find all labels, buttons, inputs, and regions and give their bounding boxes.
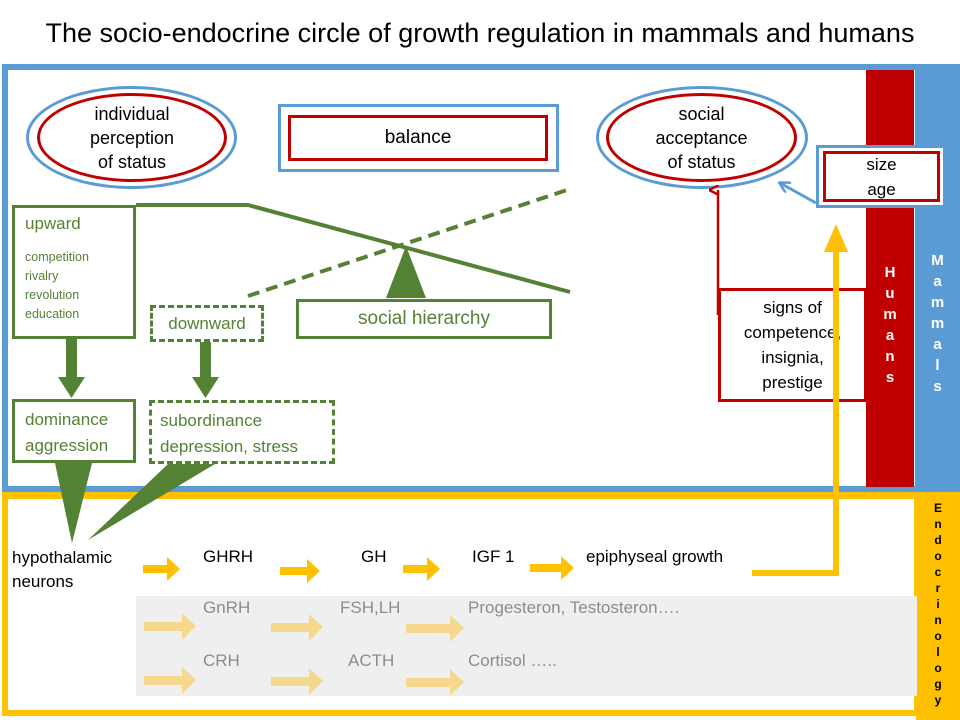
social-hierarchy-box: social hierarchy [296, 299, 552, 339]
signs-of-competence-box: signs of competence, insignia, prestige [718, 288, 867, 402]
neurons-text: neurons [12, 572, 74, 591]
arrow-acth-to-cortisol [406, 669, 464, 696]
signs-of-competence-label: signs of competence, insignia, prestige [743, 298, 842, 392]
hypothalamic-text: hypothalamic [12, 548, 113, 567]
growth-to-size-arrowhead [824, 224, 848, 252]
fsh-lh-label: FSH,LH [340, 598, 401, 617]
dominance-label: dominance [25, 410, 109, 429]
balance-box: balance [288, 115, 548, 161]
diagram-title: The socio-endocrine circle of growth reg… [45, 18, 915, 48]
ghrh-label: GHRH [203, 547, 254, 566]
subordinance-to-hypothalamus-wedge [88, 464, 215, 540]
arrow-gh-to-igf1 [403, 557, 440, 581]
main-chain-arrows [143, 556, 574, 583]
endocrinology-column [916, 492, 960, 720]
aggression-label: aggression [25, 436, 109, 455]
arrow-to-gnrh [144, 613, 196, 640]
mammals-column [915, 64, 960, 492]
size-to-acceptance-arrow [780, 183, 817, 205]
size-label: size [866, 154, 897, 174]
depression-stress-label: depression, stress [160, 437, 298, 456]
gray-chain-arrows [144, 613, 464, 696]
upward-item: competition [25, 250, 89, 264]
gh-label: GH [361, 547, 387, 566]
upward-items-list: competition rivalry revolution education [25, 248, 133, 324]
individual-perception-label: individual perception of status [37, 93, 227, 182]
subordinance-label: subordinance [160, 411, 263, 430]
igf1-label: IGF 1 [472, 547, 515, 566]
sex-steroids-label: Progesteron, Testosteron…. [468, 598, 680, 617]
acth-label: ACTH [348, 651, 395, 670]
upward-box: upward competition rivalry revolution educa… [12, 205, 136, 339]
upward-item: revolution [25, 288, 80, 302]
arrow-ghrh-to-gh [280, 559, 320, 583]
cortisol-label: Cortisol ….. [468, 651, 557, 670]
size-age-box: size age [823, 151, 940, 202]
gnrh-label: GnRH [203, 598, 251, 617]
social-acceptance-ellipse [596, 86, 808, 189]
individual-perception-text: individual perception of status [89, 103, 175, 172]
arrow-neurons-to-ghrh [143, 557, 180, 581]
seesaw-upward-line [136, 203, 571, 294]
humans-column [866, 70, 914, 487]
epiphyseal-growth-label: epiphyseal growth [586, 547, 724, 566]
downward-label: downward [168, 313, 246, 333]
downward-to-subordinance-arrow [192, 342, 219, 398]
downward-box: downward [150, 305, 264, 342]
other-hormone-axes-panel [136, 596, 917, 696]
fulcrum-triangle [386, 246, 426, 298]
subordinance-box: subordinance depression, stress [149, 400, 335, 464]
upward-to-dominance-arrow [58, 339, 85, 398]
balance-label: balance [384, 127, 452, 148]
upward-item: rivalry [25, 269, 59, 283]
arrow-crh-to-acth [271, 668, 323, 695]
arrow-gnrh-to-fshlh [271, 614, 323, 641]
crh-label: CRH [203, 651, 240, 670]
social-hierarchy-label: social hierarchy [358, 308, 490, 329]
age-label: age [867, 179, 896, 199]
social-acceptance-label: social acceptance of status [606, 93, 797, 182]
individual-perception-ellipse [26, 86, 237, 189]
growth-to-size-feedback-line [752, 248, 839, 576]
upward-label: upward [25, 214, 81, 233]
upward-item: education [25, 307, 80, 321]
dominance-to-hypothalamus-wedge [55, 463, 92, 543]
arrow-to-crh [144, 667, 196, 694]
dominance-box: dominance aggression [12, 399, 136, 463]
social-acceptance-text: social acceptance of status [655, 103, 748, 172]
arrow-igf1-to-growth [530, 556, 574, 580]
arrow-fshlh-to-steroids [406, 615, 464, 642]
hypothalamic-neurons-label: hypothalamic neurons [12, 546, 112, 594]
